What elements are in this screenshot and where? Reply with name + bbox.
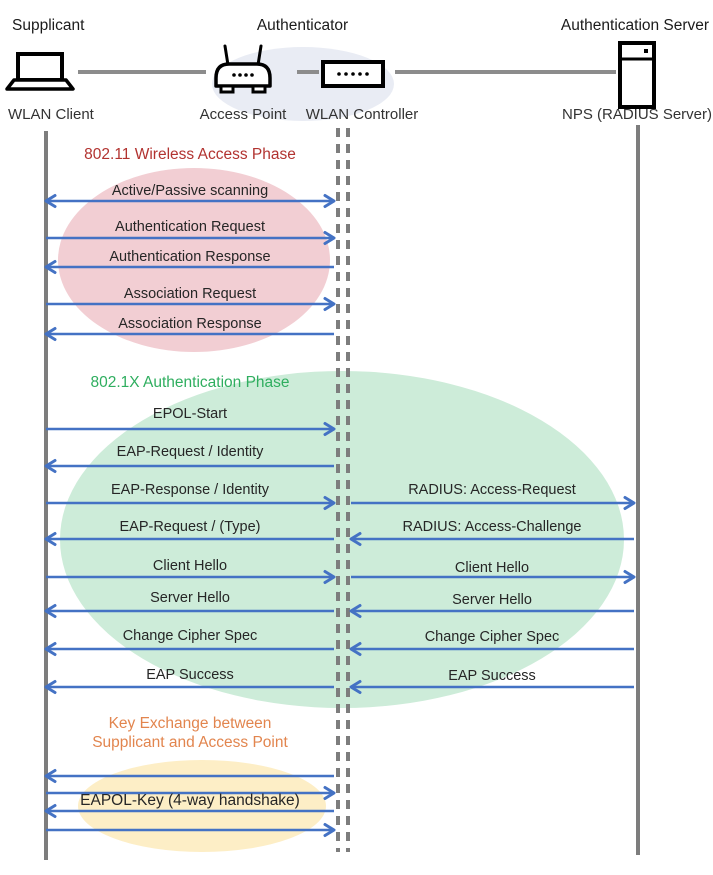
message-arrow — [44, 459, 334, 473]
device-label-wlan-client: WLAN Client — [8, 106, 94, 123]
message-arrow — [44, 327, 334, 341]
lifeline-authenticator-dashed — [336, 128, 340, 852]
lifeline-authenticator-dashed — [346, 128, 350, 852]
role-label-authenticator: Authenticator — [256, 17, 349, 34]
device-label-wlan-controller: WLAN Controller — [305, 106, 419, 123]
phase1-title: 802.11 Wireless Access Phase — [84, 146, 296, 163]
phase2-title: 802.1X Authentication Phase — [90, 374, 290, 391]
message-arrow — [46, 422, 336, 436]
message-arrow — [44, 642, 334, 656]
message-arrow — [349, 604, 634, 618]
device-label-nps-radius-server: NPS (RADIUS Server) — [561, 106, 713, 123]
lifeline-auth-server — [636, 125, 640, 855]
wlan-controller-icon — [321, 60, 385, 88]
phase3-title-line2: Supplicant and Access Point — [92, 734, 288, 751]
message-arrow — [46, 297, 336, 311]
message-arrow — [349, 532, 634, 546]
phase1-ellipse — [58, 168, 330, 352]
phase3-title-line1: Key Exchange between — [108, 715, 272, 732]
message-arrow — [351, 570, 636, 584]
message-arrow — [44, 769, 334, 783]
connector-line — [297, 70, 319, 74]
message-arrow — [44, 532, 334, 546]
server-icon — [618, 41, 656, 109]
message-arrow — [46, 231, 336, 245]
message-arrow — [351, 496, 636, 510]
message-arrow — [46, 570, 336, 584]
lifeline-supplicant — [44, 131, 48, 860]
message-arrow — [349, 642, 634, 656]
laptop-icon — [5, 52, 75, 91]
message-arrow — [44, 194, 336, 208]
message-arrow — [44, 604, 334, 618]
connector-line — [395, 70, 616, 74]
wireless-access-point-icon — [214, 44, 272, 94]
role-label-auth-server: Authentication Server — [560, 17, 710, 34]
role-label-supplicant: Supplicant — [12, 17, 85, 34]
message-arrow — [46, 496, 336, 510]
message-arrow — [46, 823, 336, 837]
message-arrow — [349, 680, 634, 694]
phase3-title: Key Exchange between Supplicant and Acce… — [40, 714, 340, 752]
message-arrow — [46, 786, 336, 800]
connector-line — [78, 70, 206, 74]
message-arrow — [44, 804, 334, 818]
message-arrow — [44, 260, 334, 274]
message-arrow — [44, 680, 334, 694]
device-label-access-point: Access Point — [199, 106, 287, 123]
